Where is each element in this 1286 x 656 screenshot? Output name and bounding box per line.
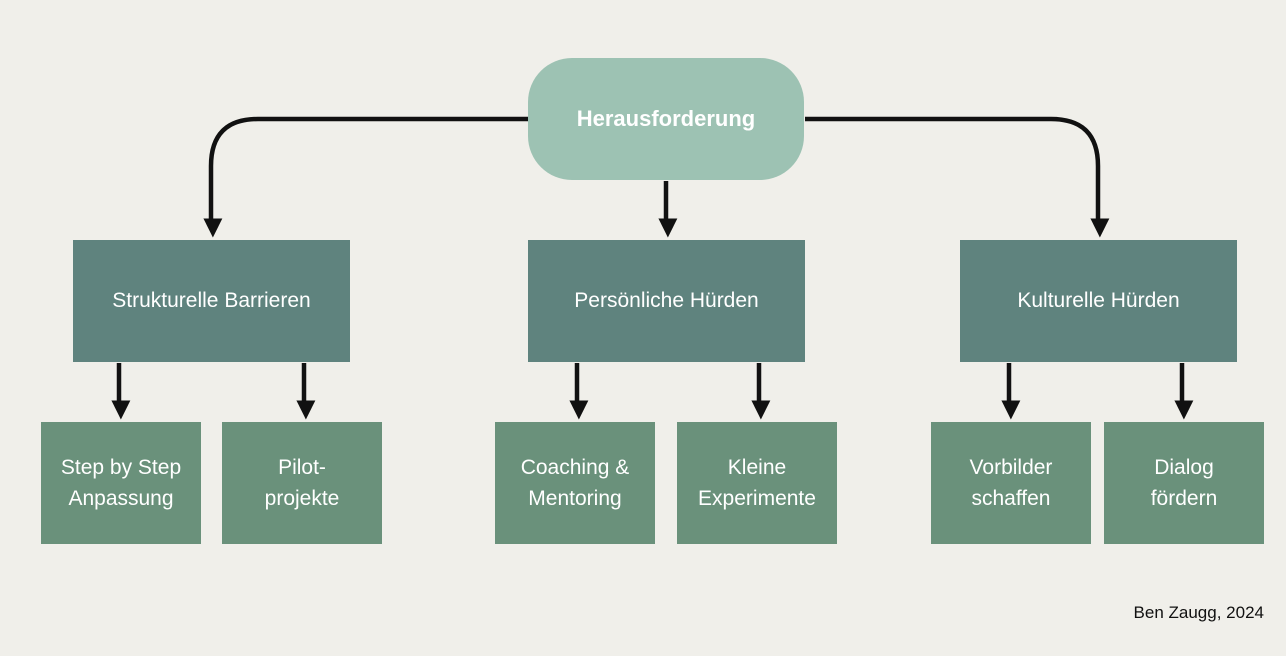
leaf-label: Pilot- projekte (264, 456, 340, 510)
leaf-pilotprojekte: Pilot- projekte (222, 422, 382, 544)
root-node: Herausforderung (528, 58, 804, 180)
leaf-kleine-experimente: Kleine Experimente (677, 422, 837, 544)
category-persoenliche-huerden: Persönliche Hürden (528, 240, 805, 362)
leaf-step-by-step: Step by Step Anpassung (41, 422, 201, 544)
category-label: Strukturelle Barrieren (112, 289, 311, 312)
leaf-label: Vorbilder schaffen (969, 456, 1053, 510)
leaf-label: Coaching & Mentoring (520, 456, 630, 510)
leaf-vorbilder-schaffen: Vorbilder schaffen (931, 422, 1091, 544)
category-label: Persönliche Hürden (574, 289, 759, 312)
author-credit: Ben Zaugg, 2024 (1133, 603, 1264, 622)
category-strukturelle-barrieren: Strukturelle Barrieren (73, 240, 350, 362)
arrow-root-to-kulturelle (805, 116, 1110, 238)
leaf-label: Kleine Experimente (698, 456, 816, 510)
leaf-label: Dialog fördern (1150, 456, 1218, 510)
leaf-label: Step by Step Anpassung (60, 456, 182, 510)
arrow-root-to-strukturelle (203, 116, 528, 238)
leaf-coaching-mentoring: Coaching & Mentoring (495, 422, 655, 544)
category-label: Kulturelle Hürden (1017, 289, 1180, 312)
category-kulturelle-huerden: Kulturelle Hürden (960, 240, 1237, 362)
leaf-dialog-foerdern: Dialog fördern (1104, 422, 1264, 544)
root-node-label: Herausforderung (576, 106, 756, 131)
